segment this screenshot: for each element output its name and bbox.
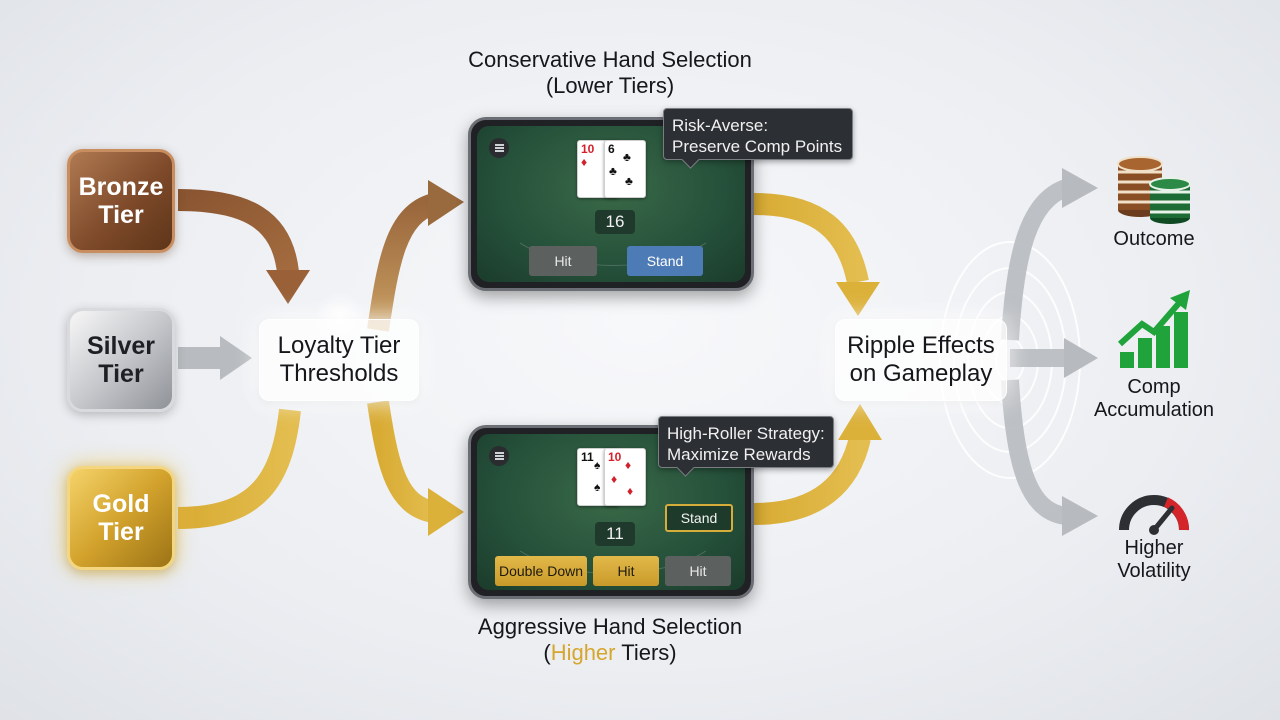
spade-suit-icon: ♠ bbox=[594, 458, 601, 472]
aggressive-section-title: Aggressive Hand Selection (Higher Tiers) bbox=[450, 614, 770, 666]
arrow-gold-to-loyalty bbox=[177, 408, 301, 529]
aggressive-title-line2: (Higher Tiers) bbox=[450, 640, 770, 666]
arrow-ripple-to-comp bbox=[1010, 338, 1098, 378]
conservative-title-line1: Conservative Hand Selection bbox=[468, 47, 752, 72]
tooltip-line1: Risk-Averse: bbox=[672, 116, 769, 135]
dealt-cards: 11 ♠ ♠ 10 ♦ ♦ ♦ bbox=[577, 448, 649, 506]
hit-button-secondary[interactable]: Hit bbox=[665, 556, 731, 586]
stand-button[interactable]: Stand bbox=[665, 504, 733, 532]
bronze-tier-line1: Bronze bbox=[78, 173, 164, 201]
playing-card: 10 ♦ ♦ ♦ bbox=[604, 448, 646, 506]
playing-card: 6 ♣ ♣ ♣ bbox=[604, 140, 646, 198]
dealt-cards: 10 ♦ 6 ♣ ♣ ♣ bbox=[577, 140, 649, 198]
loyalty-line1: Loyalty Tier bbox=[277, 332, 401, 359]
arrow-conservative-to-ripple bbox=[753, 193, 880, 316]
diamond-suit-icon: ♦ bbox=[611, 472, 618, 486]
tooltip-line2: Maximize Rewards bbox=[667, 445, 811, 464]
aggressive-title-line1: Aggressive Hand Selection bbox=[477, 614, 743, 639]
gold-tier-line1: Gold bbox=[92, 490, 150, 518]
arrow-loyalty-to-aggressive bbox=[367, 400, 464, 536]
card-rank: 11 bbox=[581, 450, 594, 464]
stand-button[interactable]: Stand bbox=[627, 246, 703, 276]
ripple-line1: Ripple Effects bbox=[847, 332, 995, 359]
club-suit-icon: ♣ bbox=[625, 174, 633, 188]
aggressive-title-close: Tiers) bbox=[615, 640, 677, 665]
aggressive-title-open: ( bbox=[543, 640, 551, 665]
comp-line1: Comp bbox=[1127, 376, 1181, 398]
card-rank: 10 bbox=[581, 142, 595, 156]
arrow-bronze-to-loyalty bbox=[177, 189, 310, 304]
arrow-ripple-to-volatility bbox=[1001, 379, 1098, 536]
aggressive-title-highlight: Higher bbox=[550, 640, 616, 665]
arrow-silver-to-loyalty bbox=[178, 336, 252, 380]
conservative-section-title: Conservative Hand Selection (Lower Tiers… bbox=[450, 47, 770, 99]
diamond-suit-icon: ♦ bbox=[627, 484, 634, 498]
outcome-label: Outcome bbox=[1090, 228, 1218, 251]
volatility-line2: Volatility bbox=[1117, 560, 1191, 582]
hit-button[interactable]: Hit bbox=[529, 246, 597, 276]
conservative-phone: 10 ♦ 6 ♣ ♣ ♣ 16 Hit Stand bbox=[468, 117, 754, 291]
growth-bar-chart-icon bbox=[1117, 290, 1190, 368]
card-rank: 10 bbox=[608, 450, 622, 464]
diamond-suit-icon: ♦ bbox=[625, 458, 632, 472]
tooltip-line1: High-Roller Strategy: bbox=[667, 424, 825, 443]
arrow-loyalty-to-conservative bbox=[367, 180, 464, 332]
gold-tier-line2: Tier bbox=[98, 518, 144, 546]
arrow-ripple-to-outcome bbox=[1001, 168, 1098, 341]
loyalty-line2: Thresholds bbox=[279, 360, 399, 387]
tooltip-line2: Preserve Comp Points bbox=[672, 137, 843, 156]
silver-tier-line1: Silver bbox=[86, 332, 156, 360]
higher-volatility-label: Higher Volatility bbox=[1090, 537, 1218, 583]
aggressive-phone: 11 ♠ ♠ 10 ♦ ♦ ♦ Stand 11 Double Down Hit… bbox=[468, 425, 754, 599]
bronze-tier-line2: Tier bbox=[98, 201, 144, 229]
menu-icon[interactable] bbox=[489, 138, 509, 158]
outcome-line1: Outcome bbox=[1113, 228, 1195, 250]
volatility-line1: Higher bbox=[1124, 537, 1184, 559]
ripple-line2: on Gameplay bbox=[849, 360, 993, 387]
menu-icon[interactable] bbox=[489, 446, 509, 466]
high-roller-tooltip: High-Roller Strategy: Maximize Rewards bbox=[658, 416, 834, 477]
silver-tier-line2: Tier bbox=[98, 360, 144, 388]
spade-suit-icon: ♠ bbox=[594, 480, 601, 494]
hit-button[interactable]: Hit bbox=[593, 556, 659, 586]
hand-total: 16 bbox=[595, 210, 635, 234]
club-suit-icon: ♣ bbox=[623, 150, 631, 164]
comp-line2: Accumulation bbox=[1093, 399, 1215, 421]
arrow-aggressive-to-ripple bbox=[753, 404, 882, 525]
card-rank: 6 bbox=[608, 142, 615, 156]
risk-averse-tooltip: Risk-Averse: Preserve Comp Points bbox=[663, 108, 853, 169]
comp-accumulation-label: Comp Accumulation bbox=[1080, 376, 1228, 422]
conservative-title-line2: (Lower Tiers) bbox=[545, 73, 675, 98]
diamond-suit-icon: ♦ bbox=[581, 155, 588, 169]
table-arc bbox=[497, 154, 729, 266]
club-suit-icon: ♣ bbox=[609, 164, 617, 178]
speedometer-gauge-icon bbox=[1119, 495, 1189, 535]
double-down-button[interactable]: Double Down bbox=[495, 556, 587, 586]
poker-chips-icon bbox=[1117, 156, 1191, 224]
hand-total: 11 bbox=[595, 522, 635, 546]
